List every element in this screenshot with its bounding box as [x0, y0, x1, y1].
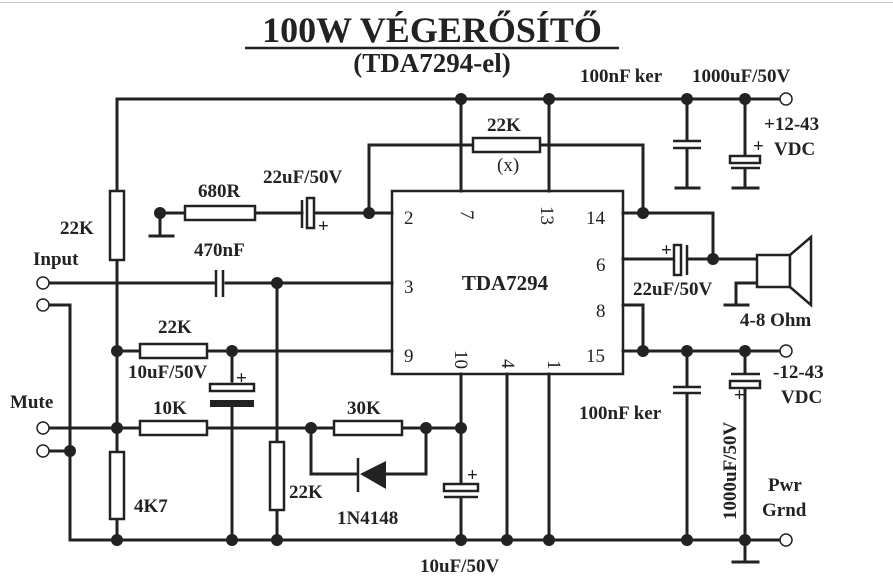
- pin-1-label: 1: [543, 360, 564, 370]
- terminal-vpos: [779, 92, 793, 106]
- resistor-22k-feedback: [471, 136, 542, 154]
- pin-13-label: 13: [536, 206, 557, 225]
- label-vpos-1: +12-43: [764, 114, 819, 135]
- label-vneg-1: -12-43: [773, 362, 824, 383]
- diagram-title: 100W VÉGERŐSÍTŐ: [262, 10, 602, 50]
- label-c-10u-stby: 10uF/50V: [420, 556, 499, 577]
- capacitor-1000u-pos: +: [728, 136, 764, 170]
- speaker-icon: [755, 234, 813, 308]
- label-r-4k7: 4K7: [134, 496, 168, 517]
- capacitor-10u-mute: +: [208, 368, 256, 407]
- label-r-22k-top-left: 22K: [60, 218, 94, 239]
- pin-9-label: 9: [404, 346, 414, 367]
- resistor-22k-pin9: [138, 342, 209, 360]
- diode-1n4148: [356, 458, 386, 492]
- capacitor-100n-pos: [673, 139, 701, 150]
- label-mute: Mute: [10, 392, 53, 413]
- label-vpos-2: VDC: [774, 139, 815, 160]
- pin-14-label: 14: [586, 208, 606, 229]
- page-top-border: [0, 2, 893, 3]
- capacitor-1000u-neg: +: [728, 372, 762, 406]
- terminal-mute: [36, 421, 50, 435]
- pin-2-label: 2: [404, 208, 414, 229]
- label-c-22u-in: 22uF/50V: [263, 167, 342, 188]
- terminal-mute-gnd: [36, 444, 50, 458]
- resistor-30k: [332, 419, 404, 437]
- label-c-10u-mute: 10uF/50V: [128, 362, 207, 383]
- pin-10-label: 10: [450, 350, 471, 369]
- pin-6-label: 6: [596, 255, 606, 276]
- terminal-input: [36, 276, 50, 290]
- svg-text:+: +: [753, 136, 764, 157]
- label-input: Input: [33, 249, 79, 270]
- label-c-22u-boot: 22uF/50V: [633, 279, 712, 300]
- label-c-100n-neg: 100nF ker: [579, 403, 662, 424]
- svg-text:+: +: [318, 216, 329, 237]
- svg-text:+: +: [661, 240, 672, 261]
- pin-3-label: 3: [404, 277, 414, 298]
- label-r-10k: 10K: [153, 398, 187, 419]
- label-r-22k-feedback: 22K: [487, 115, 521, 136]
- junction-dots: [64, 93, 751, 546]
- label-c-1000u-neg: 1000uF/50V: [720, 422, 741, 520]
- terminal-input-gnd: [36, 298, 50, 312]
- pin-8-label: 8: [596, 301, 606, 322]
- svg-text:+: +: [734, 385, 745, 406]
- terminal-pwr-gnd: [779, 533, 793, 547]
- capacitor-22u-bootstrap: +: [661, 240, 689, 277]
- label-c-1000u-pos: 1000uF/50V: [692, 66, 790, 87]
- terminal-vneg: [779, 344, 793, 358]
- ic-name: TDA7294: [462, 271, 549, 295]
- label-r-680: 680R: [198, 181, 241, 202]
- label-vneg-2: VDC: [781, 387, 822, 408]
- label-speaker: 4-8 Ohm: [740, 310, 811, 331]
- label-c-470n: 470nF: [194, 240, 245, 261]
- svg-text:+: +: [467, 465, 478, 486]
- resistor-22k-bottom: [268, 440, 286, 512]
- label-c-100n-pos: 100nF ker: [580, 66, 663, 87]
- label-feedback-note: (x): [497, 155, 519, 176]
- capacitor-100n-neg: [673, 385, 701, 395]
- capacitor-10u-standby: +: [442, 465, 480, 499]
- label-r-30k: 30K: [347, 398, 381, 419]
- resistor-4k7: [108, 450, 126, 521]
- resistor-680r: [183, 204, 257, 222]
- resistor-10k: [138, 419, 209, 437]
- label-r-22k-bottom: 22K: [289, 482, 323, 503]
- svg-text:+: +: [236, 368, 247, 389]
- label-r-22k-mid: 22K: [158, 317, 192, 338]
- capacitor-22u-input: +: [300, 196, 329, 237]
- diagram-subtitle: (TDA7294-el): [353, 48, 510, 78]
- capacitor-470n: [214, 270, 225, 297]
- label-pwr-2: Grnd: [762, 500, 807, 521]
- resistor-22k-top-left: [108, 189, 126, 262]
- pin-4-label: 4: [497, 359, 518, 369]
- pin-7-label: 7: [456, 210, 477, 220]
- label-pwr-1: Pwr: [768, 475, 802, 496]
- pin-15-label: 15: [586, 346, 605, 367]
- label-diode: 1N4148: [337, 508, 398, 529]
